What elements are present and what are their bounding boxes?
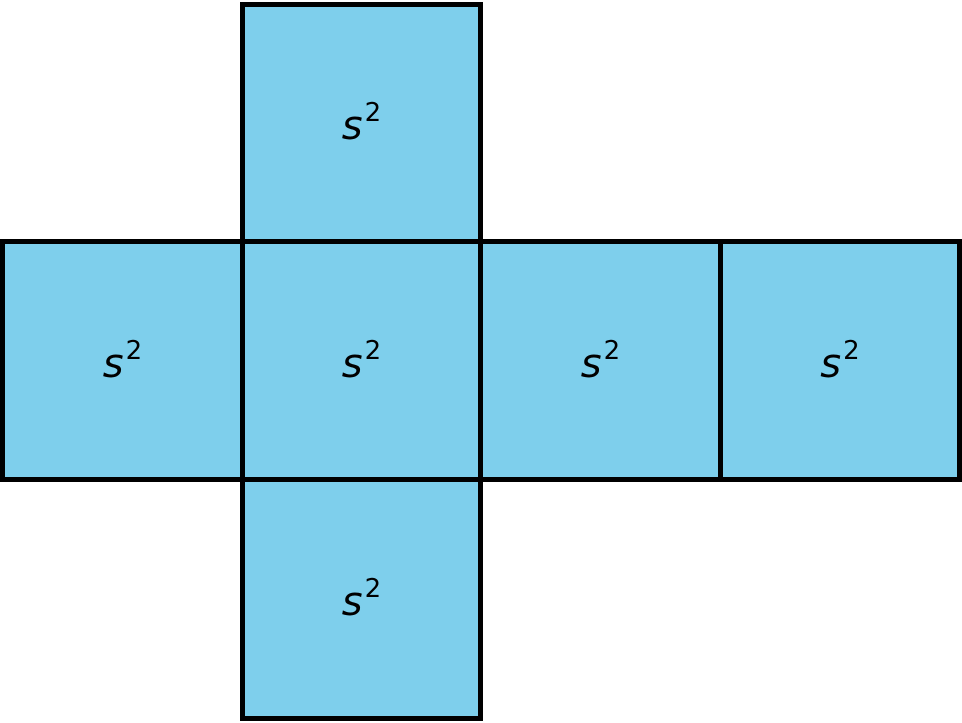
face-area-label: s2 bbox=[342, 100, 381, 146]
face-area-label: s2 bbox=[342, 338, 381, 384]
label-exponent: 2 bbox=[125, 335, 143, 366]
label-exponent: 2 bbox=[364, 98, 382, 128]
cube-net-face-bottom: s2 bbox=[240, 477, 483, 721]
cube-net-face-left: s2 bbox=[0, 239, 245, 482]
label-exponent: 2 bbox=[364, 574, 382, 604]
label-base: s bbox=[820, 340, 842, 387]
cube-net-face-right: s2 bbox=[478, 239, 723, 482]
cube-net-face-top: s2 bbox=[240, 2, 483, 244]
label-base: s bbox=[341, 103, 363, 149]
label-base: s bbox=[102, 340, 124, 387]
face-area-label: s2 bbox=[581, 338, 620, 384]
label-exponent: 2 bbox=[364, 335, 382, 366]
face-area-label: s2 bbox=[820, 338, 859, 384]
face-area-label: s2 bbox=[103, 338, 142, 384]
label-base: s bbox=[580, 340, 602, 387]
face-area-label: s2 bbox=[342, 576, 381, 622]
label-base: s bbox=[341, 340, 363, 387]
cube-net-face-far-right: s2 bbox=[718, 239, 962, 482]
label-base: s bbox=[341, 579, 363, 625]
label-exponent: 2 bbox=[843, 335, 860, 366]
label-exponent: 2 bbox=[603, 335, 621, 366]
cube-net-face-center: s2 bbox=[240, 239, 483, 482]
